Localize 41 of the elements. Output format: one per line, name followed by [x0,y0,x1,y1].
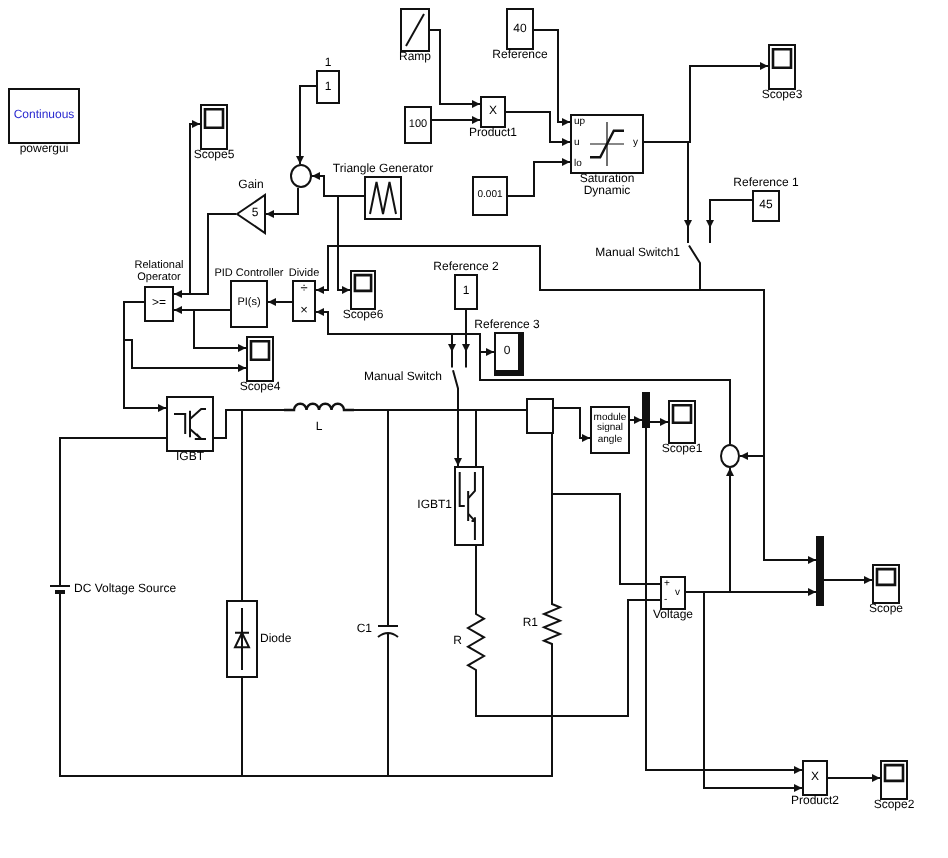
signal-arrow [507,158,571,197]
signal-arrow [189,120,237,295]
signal-arrow [296,85,317,165]
signal-arrow [645,427,803,774]
signal-arrow [823,576,873,584]
demux-bar [642,392,650,428]
sum-circle [720,444,740,468]
signal-arrow [315,245,701,294]
measurement-block [526,398,554,434]
signal-arrow [193,309,247,352]
signal-arrow [431,116,481,124]
constant-block [404,106,432,144]
signal-arrow [685,591,803,792]
signal-arrow [629,416,643,424]
sum-circle [290,164,312,188]
signal-arrow [454,403,462,467]
signal-arrow [827,774,881,782]
wire [213,409,243,601]
signal-arrow [462,309,470,353]
wire [353,409,477,467]
signal-arrow [267,298,293,306]
wire [59,613,553,777]
signal-arrow [337,195,365,294]
wire [59,437,167,567]
signal-arrow [649,418,669,426]
signal-arrow [699,277,817,564]
signal-arrow [429,29,481,108]
wire [551,493,661,595]
signal-analysis-block [590,406,630,454]
mux-bar [816,536,824,606]
signal-arrow [505,111,571,146]
wire [475,545,477,605]
constant-block [472,176,508,216]
signal-arrow [643,141,692,229]
signal-arrow [706,199,753,229]
signal-arrow [533,29,571,126]
signal-arrow [553,407,591,442]
signal-arrow [479,348,731,445]
signal-arrow [123,301,247,372]
signal-arrow [265,187,299,218]
wire [551,599,661,717]
